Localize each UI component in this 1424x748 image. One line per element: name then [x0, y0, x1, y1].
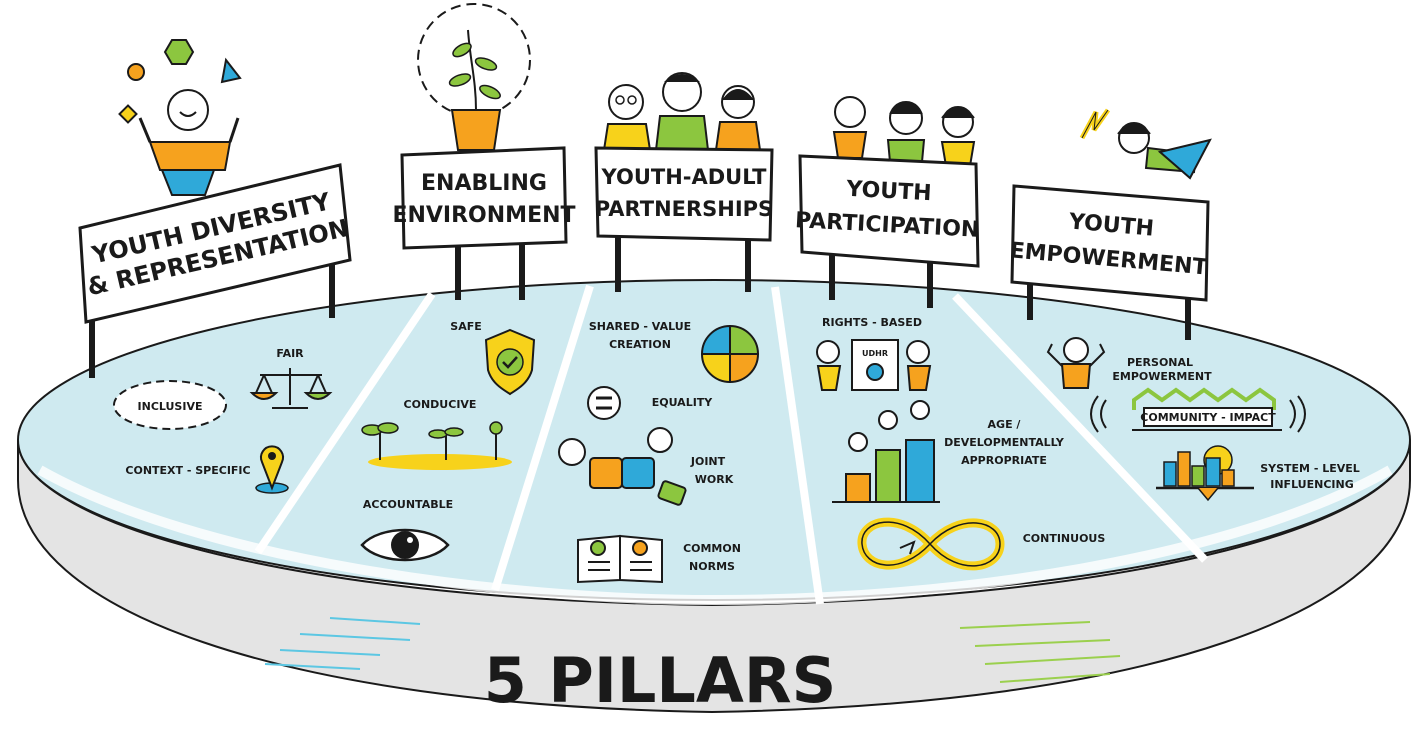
pillar-enabling-environment: ENABLING ENVIRONMENT SAFE CONDUCIVE ACCO…	[360, 3, 576, 562]
flexing-person-icon	[1046, 337, 1106, 389]
circle-shape-icon	[127, 63, 145, 81]
pillar-youth-adult-partnerships: YOUTH-ADULT PARTNERSHIPS SHARED - VALUE …	[558, 72, 774, 584]
divider-4	[952, 293, 1208, 563]
infinity-icon	[857, 517, 1005, 571]
label-inclusive: INCLUSIVE	[138, 400, 203, 413]
label-age-3: APPROPRIATE	[961, 454, 1047, 467]
label-conducive: CONDUCIVE	[404, 398, 477, 411]
sign-youth-empowerment: YOUTH EMPOWERMENT	[1009, 184, 1210, 340]
hexagon-icon	[163, 39, 195, 65]
label-age-2: DEVELOPMENTALLY	[944, 436, 1065, 449]
diagram-title: 5 PILLARS	[484, 644, 837, 717]
label-age-1: AGE /	[988, 418, 1022, 431]
divider-1	[254, 291, 436, 555]
udhr-text: UDHR	[862, 349, 888, 358]
eye-icon	[360, 528, 450, 562]
cheering-kids-icon	[832, 96, 976, 167]
sign-youth-adult-partnerships: YOUTH-ADULT PARTNERSHIPS	[594, 146, 774, 292]
label-fair: FAIR	[276, 347, 304, 360]
side-strokes-left	[264, 617, 421, 670]
label-personal-2: EMPOWERMENT	[1112, 370, 1212, 383]
label-common-norms-2: NORMS	[689, 560, 735, 573]
label-system-level-2: INFLUENCING	[1270, 478, 1353, 491]
side-strokes-right	[959, 621, 1121, 683]
three-people-icon	[602, 72, 762, 151]
sign-line-2: ENVIRONMENT	[392, 203, 575, 228]
label-common-norms-1: COMMON	[683, 542, 741, 555]
houses-icon	[1090, 387, 1306, 433]
sign-line-1: ENABLING	[421, 171, 547, 196]
puzzle-circle-icon	[700, 324, 760, 384]
platform-side	[17, 439, 1411, 714]
sign-line-1: YOUTH-ADULT	[601, 165, 768, 189]
sign-line-1: YOUTH	[845, 177, 932, 206]
dashed-circle-icon	[417, 3, 531, 117]
pillar-youth-diversity: YOUTH DIVERSITY & REPRESENTATION FAIR IN…	[78, 39, 352, 494]
sign-enabling-environment: ENABLING ENVIRONMENT	[392, 146, 576, 300]
bar-podium-icon	[832, 400, 940, 503]
divider-2	[491, 284, 594, 592]
juggler-figure-icon	[138, 89, 240, 196]
label-personal-1: PERSONAL	[1127, 356, 1193, 369]
sign-youth-participation: YOUTH PARTICIPATION	[794, 154, 980, 308]
pillar-youth-empowerment: YOUTH EMPOWERMENT PERSONAL EMPOWERMENT C…	[1009, 108, 1360, 502]
sign-line-2: PARTNERSHIPS	[595, 197, 773, 221]
map-pin-icon	[255, 445, 289, 494]
label-equality: EQUALITY	[652, 396, 714, 409]
dashed-ellipse-icon	[113, 380, 227, 430]
platform: 5 PILLARS	[17, 279, 1411, 717]
label-safe: SAFE	[450, 320, 481, 333]
divider-3	[771, 286, 824, 605]
label-context-specific: CONTEXT - SPECIFIC	[125, 464, 250, 477]
udhr-scroll-icon: UDHR	[816, 339, 932, 391]
label-accountable: ACCOUNTABLE	[363, 498, 453, 511]
label-community-impact: COMMUNITY - IMPACT	[1140, 411, 1276, 424]
superhero-icon	[1079, 108, 1212, 180]
shield-check-icon	[484, 328, 536, 396]
pillar-youth-participation: YOUTH PARTICIPATION RIGHTS - BASED UDHR …	[794, 96, 1106, 571]
open-book-icon	[577, 534, 663, 584]
puzzle-pieces-icon	[558, 427, 687, 506]
triangle-icon	[220, 57, 242, 84]
label-joint-work-2: WORK	[695, 473, 734, 486]
label-joint-work-1: JOINT	[690, 455, 726, 468]
label-rights-based: RIGHTS - BASED	[822, 316, 922, 329]
sprouts-icon	[361, 421, 512, 470]
scales-icon	[249, 368, 333, 409]
city-seesaw-icon	[1156, 445, 1254, 502]
equals-icon	[587, 386, 621, 420]
label-shared-value-2: CREATION	[609, 338, 671, 351]
label-continuous: CONTINUOUS	[1023, 532, 1106, 545]
potted-plant-icon	[448, 29, 502, 151]
label-system-level-1: SYSTEM - LEVEL	[1260, 462, 1360, 475]
label-shared-value-1: SHARED - VALUE	[589, 320, 691, 333]
diamond-icon	[118, 104, 138, 124]
